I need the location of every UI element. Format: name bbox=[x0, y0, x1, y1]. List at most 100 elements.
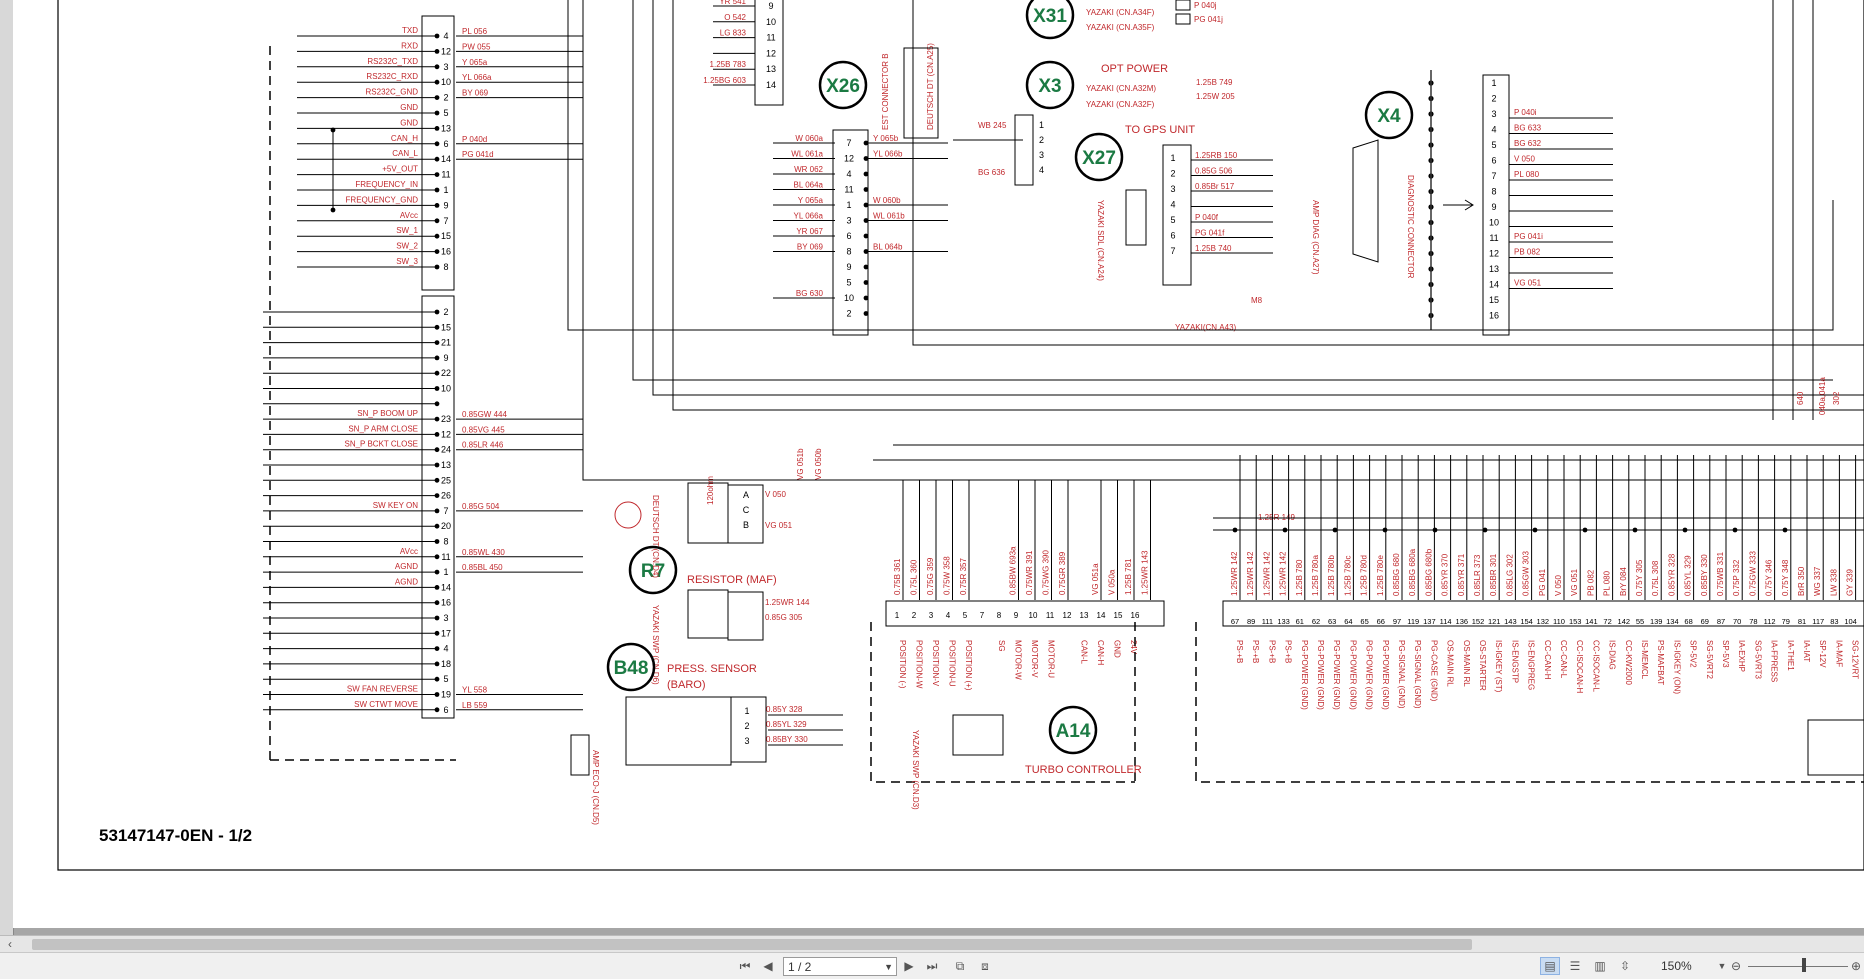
page-number-value: 1 / 2 bbox=[788, 958, 811, 976]
junction-dot bbox=[864, 141, 869, 146]
pin-number: 1 bbox=[443, 567, 448, 577]
diagram-label: PG 041j bbox=[1194, 15, 1223, 24]
pin-number: 3 bbox=[1491, 109, 1496, 119]
zoom-in-icon[interactable]: ⊕ bbox=[1846, 957, 1864, 975]
paste-icon[interactable]: ⧈ bbox=[975, 957, 995, 975]
document-viewport[interactable]: TXD4PL 056RXD12PW 055RS232C_TXD3Y 065aRS… bbox=[0, 0, 1864, 935]
single-page-view-icon[interactable]: ▤ bbox=[1540, 957, 1560, 975]
harness-wire bbox=[568, 0, 1833, 330]
pin-number: 21 bbox=[441, 338, 451, 348]
scroll-left-arrow-icon[interactable]: ‹ bbox=[3, 937, 17, 951]
diagram-label: AVcc bbox=[400, 547, 418, 556]
diagram-label: VG 051 bbox=[1514, 279, 1542, 288]
pin-number: 18 bbox=[441, 659, 451, 669]
junction-dot bbox=[1683, 528, 1688, 533]
scroll-view-icon[interactable]: ⇳ bbox=[1615, 957, 1635, 975]
diagram-label: 0.85GW 303 bbox=[1522, 551, 1531, 596]
pin-number: 9 bbox=[768, 1, 773, 11]
x27-side-connector bbox=[1126, 190, 1146, 245]
diagram-label: POSITION (+) bbox=[964, 640, 973, 691]
pin-number: 136 bbox=[1456, 617, 1469, 626]
first-page-icon[interactable]: ⏮ bbox=[735, 957, 755, 975]
diagram-label: 1.25B 780 bbox=[1295, 559, 1304, 596]
pin-number: 114 bbox=[1440, 617, 1452, 626]
diagram-label: SW KEY ON bbox=[373, 501, 418, 510]
diagram-label: O 542 bbox=[724, 13, 746, 22]
pin-number: 1 bbox=[443, 185, 448, 195]
next-page-icon[interactable]: ▶ bbox=[899, 957, 919, 975]
pin-number: 12 bbox=[766, 48, 776, 58]
pin-number: 16 bbox=[1489, 311, 1499, 321]
diagram-label: FREQUENCY_GND bbox=[346, 195, 419, 204]
wiring-diagram: TXD4PL 056RXD12PW 055RS232C_TXD3Y 065aRS… bbox=[13, 0, 1864, 928]
pin-number: 79 bbox=[1782, 617, 1790, 626]
pdf-page: TXD4PL 056RXD12PW 055RS232C_TXD3Y 065aRS… bbox=[13, 0, 1864, 928]
side-panel-collapsed[interactable] bbox=[0, 0, 14, 935]
pin-number: 2 bbox=[443, 307, 448, 317]
junction-dot bbox=[1633, 528, 1638, 533]
zoom-slider[interactable] bbox=[1748, 966, 1848, 967]
pin-number: 81 bbox=[1798, 617, 1806, 626]
pin-number: 83 bbox=[1830, 617, 1838, 626]
pin-number: 97 bbox=[1393, 617, 1401, 626]
diagram-label: 0.85BL 450 bbox=[462, 563, 503, 572]
junction-dot bbox=[435, 432, 440, 437]
horizontal-scrollbar[interactable]: ‹ bbox=[0, 935, 1864, 953]
diagram-label: 0.85YR 370 bbox=[1441, 553, 1450, 596]
diagram-label: 0.85BW 693a bbox=[1009, 546, 1018, 595]
pin-number: 7 bbox=[980, 611, 985, 620]
diagram-label: 302 bbox=[1832, 391, 1841, 405]
pin-number: 119 bbox=[1407, 617, 1419, 626]
harness-wire bbox=[673, 0, 1864, 410]
last-page-icon[interactable]: ⏭ bbox=[922, 957, 942, 975]
junction-dot bbox=[864, 187, 869, 192]
diagram-label: 0.85YR 328 bbox=[1667, 553, 1676, 596]
junction-dot bbox=[435, 310, 440, 315]
pin-number: 3 bbox=[443, 62, 448, 72]
diagram-label: OS-STARTER bbox=[1478, 640, 1487, 691]
page-number-field[interactable]: 1 / 2 ▼ bbox=[783, 957, 897, 976]
junction-dot bbox=[1583, 528, 1588, 533]
scroll-thumb[interactable] bbox=[32, 939, 1472, 950]
pin-number: 142 bbox=[1618, 617, 1631, 626]
diagram-label: 0.85VG 445 bbox=[462, 425, 505, 434]
pin-number: 3 bbox=[1170, 184, 1175, 194]
copy-icon[interactable]: ⧉ bbox=[950, 957, 970, 975]
diagram-label: 0.85BG 680b bbox=[1424, 548, 1433, 596]
diagram-label: 0.75G 359 bbox=[926, 557, 935, 595]
pin-number: 121 bbox=[1488, 617, 1501, 626]
zoom-level[interactable]: 150% bbox=[1661, 957, 1711, 975]
pin-number: 15 bbox=[1114, 611, 1123, 620]
diagram-label: 0.75W 358 bbox=[943, 556, 952, 595]
junction-dot bbox=[1783, 528, 1788, 533]
diagram-label: 0.75Y 348 bbox=[1781, 559, 1790, 596]
chevron-down-icon[interactable]: ▼ bbox=[884, 958, 893, 976]
pin-number: 6 bbox=[1170, 231, 1175, 241]
diagram-label: 0.85YL 329 bbox=[1684, 555, 1693, 596]
b48-side-connector bbox=[571, 735, 589, 775]
pin-number: 117 bbox=[1812, 617, 1824, 626]
pin-number: 6 bbox=[1491, 156, 1496, 166]
diagram-label: V 050 bbox=[1514, 155, 1535, 164]
zoom-out-icon[interactable]: ⊖ bbox=[1726, 957, 1746, 975]
pin-number: 3 bbox=[443, 613, 448, 623]
two-page-view-icon[interactable]: ▥ bbox=[1590, 957, 1610, 975]
diagram-label: 1.25B 749 bbox=[1196, 78, 1233, 87]
r7-resistor-connector bbox=[728, 592, 763, 640]
diagram-label: 24V bbox=[1129, 640, 1138, 655]
pin-number: 11 bbox=[1046, 611, 1055, 620]
junction-dot bbox=[1333, 528, 1338, 533]
junction-dot bbox=[435, 95, 440, 100]
pin-number: 20 bbox=[441, 521, 451, 531]
diagram-label: W 060b bbox=[873, 196, 901, 205]
previous-page-icon[interactable]: ◀ bbox=[758, 957, 778, 975]
junction-dot bbox=[435, 265, 440, 270]
continuous-view-icon[interactable]: ☰ bbox=[1565, 957, 1585, 975]
diagram-label: 1.25RB 150 bbox=[1195, 151, 1238, 160]
diagram-label: CC-CAN-H bbox=[1543, 640, 1552, 680]
pin-number: 10 bbox=[766, 17, 776, 27]
junction-dot bbox=[435, 554, 440, 559]
pin-number: 134 bbox=[1666, 617, 1679, 626]
zoom-slider-knob[interactable] bbox=[1802, 958, 1806, 972]
a14-right-sub-connector bbox=[1808, 720, 1864, 775]
